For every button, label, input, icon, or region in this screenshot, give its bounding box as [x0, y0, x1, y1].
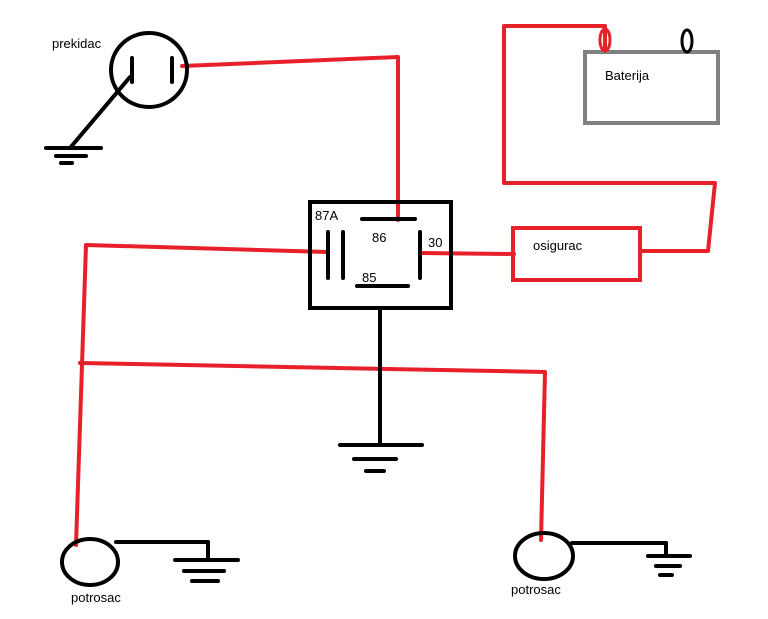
- wire-switch-to-86: [180, 55, 400, 222]
- fuse-body: [511, 226, 642, 282]
- load-left: [60, 537, 240, 587]
- wire-to-right-load: [78, 361, 547, 542]
- battery-terminal-negative: [680, 28, 694, 54]
- switch-ground-wire: [68, 75, 132, 150]
- fuse-label: osigurac: [533, 238, 583, 253]
- load-right-body: [513, 531, 575, 581]
- wire-87a-to-left-load: [74, 243, 330, 547]
- switch-body: [109, 31, 189, 109]
- wires: [74, 24, 717, 547]
- relay: [308, 200, 453, 473]
- load-right: [513, 531, 692, 581]
- relay-pin-30-label: 30: [428, 235, 442, 250]
- relay-pin-86-label: 86: [372, 230, 386, 245]
- battery-label: Baterija: [605, 68, 650, 83]
- wire-fuse-to-30: [418, 251, 516, 256]
- wire-battery-positive: [502, 24, 717, 253]
- battery: [583, 27, 720, 125]
- load-right-label: potrosac: [511, 582, 561, 597]
- switch-label: prekidac: [52, 36, 102, 51]
- relay-pin-87a-label: 87A: [315, 208, 338, 223]
- battery-terminal-positive: [598, 27, 612, 53]
- battery-body: [583, 50, 720, 125]
- relay-pin-85-label: 85: [362, 270, 376, 285]
- load-left-label: potrosac: [71, 590, 121, 605]
- switch: [44, 31, 189, 165]
- load-left-body: [60, 537, 120, 587]
